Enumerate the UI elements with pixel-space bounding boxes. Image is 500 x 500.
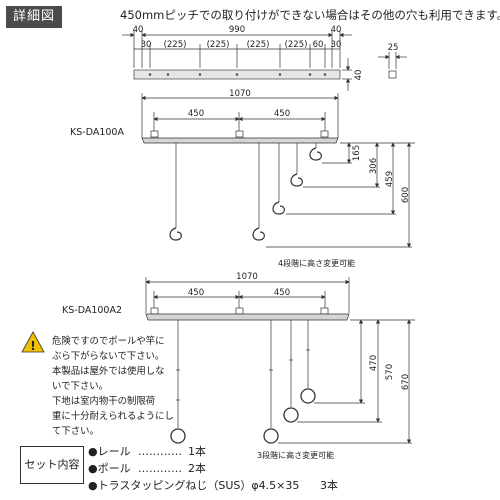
dim-sub-2: (225) [164, 40, 187, 50]
dim-rail-height: 40 [354, 70, 364, 81]
rail-side-section [378, 52, 407, 79]
dim-sub-1: 30 [141, 40, 152, 50]
set-item: ●トラスタッピングねじ（SUS）φ4.5×35 3本 [88, 477, 338, 494]
dim-top-mid: 990 [229, 25, 245, 35]
warning-icon: ! [21, 331, 45, 353]
detail-title: 詳細図 [6, 6, 62, 28]
caution-line: ぶら下がらないで下さい。 [52, 351, 165, 362]
dim-side-width: 25 [388, 43, 399, 53]
m2-total-width: 1070 [236, 272, 258, 282]
dim-sub-3: (225) [207, 40, 230, 50]
set-item: ●ポール ………… 2本 [88, 460, 299, 477]
caution-line: いで下さい。 [52, 381, 108, 392]
dim-sub-5: (225) [285, 40, 308, 50]
m1-height-1: 165 [352, 145, 362, 161]
m1-height-4: 600 [401, 187, 411, 203]
svg-text:!: ! [30, 339, 35, 353]
set-item-qty: 3本 [320, 479, 338, 492]
m2-height-1: 470 [369, 355, 379, 371]
model2-name: KS-DA100A2 [62, 305, 123, 316]
set-item-name: ●ポール [88, 462, 131, 475]
set-contents-list: ●レール ………… 1本 ●ポール ………… 2本 ●トラスタッピングねじ（SU… [88, 443, 338, 494]
m1-pitch-1: 450 [188, 109, 204, 119]
dim-sub-4: (225) [247, 40, 270, 50]
m1-total-width: 1070 [229, 89, 251, 99]
set-contents-label: セット内容 [20, 446, 84, 484]
model2-drawing [145, 277, 415, 444]
set-item-leader: ………… [138, 445, 182, 458]
m2-height-2: 570 [385, 364, 395, 380]
dim-top-right: 40 [331, 25, 342, 35]
header-note: 450mmピッチでの取り付けができない場合はその他の穴も利用できます。 [120, 8, 500, 22]
m1-height-2: 306 [369, 158, 379, 174]
m2-pitch-1: 450 [188, 288, 204, 298]
m2-height-3: 670 [401, 374, 411, 390]
dim-top-left: 40 [133, 25, 144, 35]
caution-line: 危険ですのでポールや竿に [52, 336, 165, 347]
caution-line: 重に十分耐えられるようにし [52, 411, 174, 422]
caution-text: 危険ですのでポールや竿に ぶら下がらないで下さい。 本製品は屋外では使用しな い… [52, 334, 174, 439]
m1-adjust-note: 4段階に高さ変更可能 [278, 259, 356, 268]
rail-top-view [122, 30, 352, 91]
model1-name: KS-DA100A [70, 127, 124, 138]
m1-pitch-2: 450 [274, 109, 290, 119]
set-item-name: ●トラスタッピングねじ（SUS）φ4.5×35 [88, 479, 300, 492]
set-item-name: ●レール [88, 445, 131, 458]
dim-sub-6: 60 [313, 40, 324, 50]
set-item-leader: ………… [138, 462, 182, 475]
model1-drawing [141, 93, 415, 248]
m1-height-3: 459 [385, 171, 395, 187]
set-item: ●レール ………… 1本 [88, 443, 299, 460]
caution-line: 下地は室内物干の制限荷 [52, 396, 156, 407]
set-item-qty: 2本 [188, 462, 206, 475]
caution-line: 本製品は屋外では使用しな [52, 366, 165, 377]
m2-adjust-note: 3段階に高さ変更可能 [257, 451, 335, 460]
m2-pitch-2: 450 [274, 288, 290, 298]
caution-line: て下さい。 [52, 426, 99, 437]
dim-sub-7: 30 [331, 40, 342, 50]
set-item-qty: 1本 [188, 445, 206, 458]
